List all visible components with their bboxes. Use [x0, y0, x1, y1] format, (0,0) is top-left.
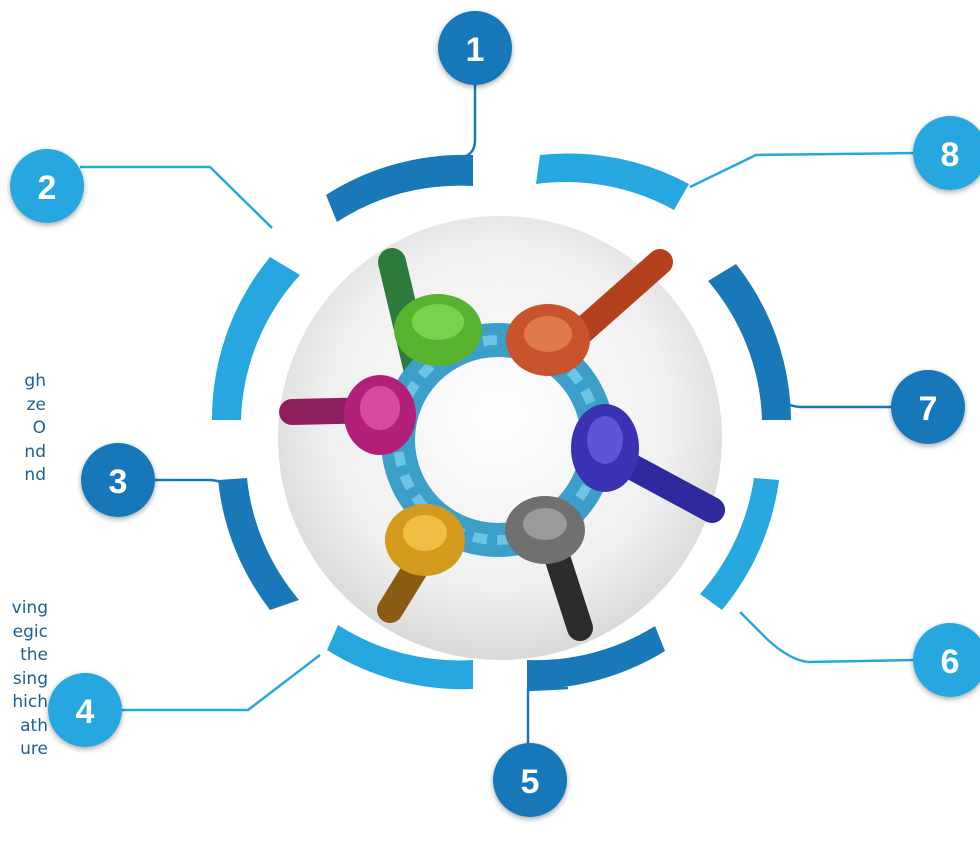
text-line: nd	[24, 441, 46, 462]
segment-2	[211, 257, 300, 420]
text-line: nd	[24, 465, 46, 485]
connector-2	[80, 165, 273, 229]
step-8-badge: 8	[913, 116, 980, 190]
left-text-fragment-b: ving egic the sing hich ath ure	[12, 597, 48, 762]
connector-4	[118, 654, 321, 712]
text-line: ze	[26, 394, 46, 415]
number-badges: 1 2 3 4 5 6 7 8	[10, 11, 980, 817]
connector-7	[768, 384, 895, 409]
step-3-badge: 3	[81, 443, 155, 517]
text-line: ure	[20, 739, 48, 759]
step-3-number: 3	[109, 463, 128, 501]
text-line: ving	[11, 598, 48, 618]
step-5-number: 5	[521, 763, 540, 801]
step-4-badge: 4	[48, 673, 122, 747]
connector-5	[526, 686, 569, 760]
step-7-number: 7	[919, 390, 938, 428]
step-5-badge: 5	[493, 743, 567, 817]
segment-5	[527, 626, 665, 690]
text-line: the	[20, 645, 48, 665]
step-2-badge: 2	[10, 149, 84, 223]
center-image	[278, 216, 725, 660]
connector-1	[465, 85, 477, 158]
step-1-badge: 1	[438, 11, 512, 85]
text-line: O	[32, 418, 46, 438]
connector-lines	[80, 85, 916, 760]
step-2-number: 2	[38, 169, 57, 207]
segment-8	[536, 153, 689, 210]
segment-1	[326, 154, 473, 222]
segment-7	[708, 264, 791, 420]
left-text-fragment-a: gh ze O nd nd	[24, 370, 46, 488]
connector-6	[739, 611, 916, 664]
step-6-number: 6	[941, 643, 960, 681]
segment-4	[327, 625, 473, 690]
connector-3	[150, 478, 233, 489]
text-line: egic	[12, 621, 48, 642]
step-1-number: 1	[466, 31, 485, 69]
step-8-number: 8	[941, 136, 960, 174]
segment-3	[218, 478, 299, 610]
step-7-badge: 7	[891, 370, 965, 444]
text-line: gh	[24, 371, 46, 391]
step-6-badge: 6	[913, 623, 980, 697]
segment-6	[700, 478, 779, 610]
text-line: sing	[12, 668, 48, 689]
text-line: hich	[12, 692, 48, 712]
connector-8	[689, 151, 916, 189]
text-line: ath	[20, 715, 48, 736]
step-4-number: 4	[76, 693, 95, 731]
ring-segments	[211, 153, 791, 690]
